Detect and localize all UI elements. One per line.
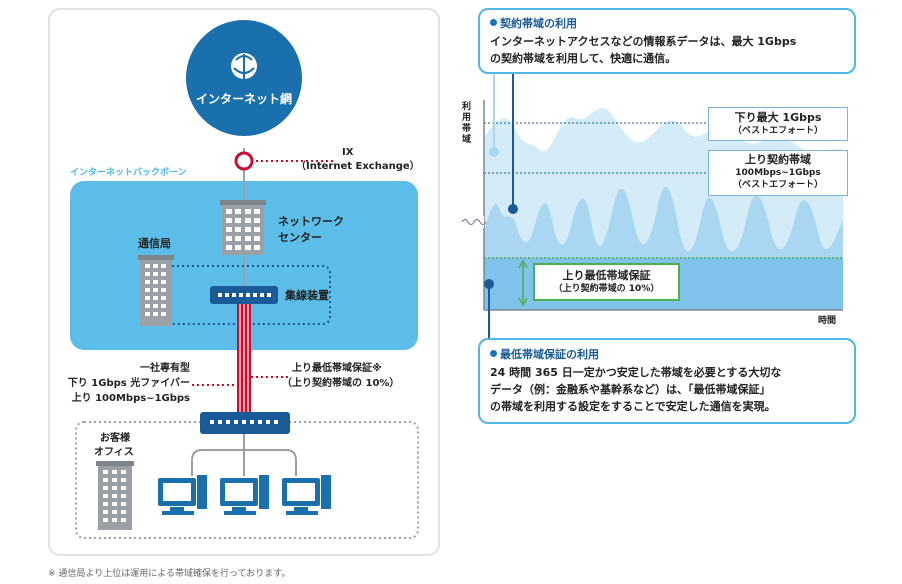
pc-monitor-icon (282, 475, 331, 515)
guarantee-label-2: （上り契約帯域の 10%） (282, 378, 400, 389)
y-axis-label: 利用帯域 (462, 102, 472, 145)
fiber-label-1: 一社専有型 (140, 363, 190, 374)
office-switch-icon (200, 412, 290, 434)
office-label-1: お客様 (100, 433, 130, 444)
x-axis-label: 時間 (818, 316, 837, 326)
fiber-label-2: 下り 1Gbps 光ファイバー (67, 378, 190, 389)
switch-icon (210, 286, 278, 304)
pc-monitor-icon (158, 475, 207, 515)
top-callout: 契約帯域の利用 インターネットアクセスなどの情報系データは、最大 1Gbps の… (478, 8, 856, 74)
globe-icon (231, 53, 257, 79)
bullet-icon (490, 350, 497, 357)
station-building-icon (138, 255, 174, 326)
footnote: ※ 通信局より上位は運用による帯域確保を行っております。 (48, 569, 291, 579)
backbone-label: インターネットバックボーン (70, 168, 187, 178)
min-guarantee-label: 上り最低帯域保証 （上り契約帯域の 10%） (533, 263, 680, 301)
max-bandwidth-label: 下り最大 1Gbps （ベストエフォート） (708, 107, 848, 141)
bottom-callout-line-1: 24 時間 365 日一定かつ安定した帯域を必要とする大切な (490, 366, 782, 379)
bullet-icon (490, 19, 497, 26)
fiber-label-3: 上り 100Mbps~1Gbps (71, 393, 190, 404)
network-center-label-1: ネットワーク (278, 215, 344, 228)
top-callout-line-1: インターネットアクセスなどの情報系データは、最大 1Gbps (490, 35, 797, 48)
ix-node (234, 151, 254, 171)
ix-sub-label: （Internet Exchange） (296, 161, 420, 172)
pc-monitor-icon (220, 475, 269, 515)
bottom-callout-title: 最低帯域保証の利用 (490, 347, 599, 362)
building-icon (220, 200, 266, 255)
station-label: 通信局 (138, 237, 171, 250)
office-building-icon (96, 461, 134, 530)
network-center-label-2: センター (278, 231, 322, 244)
bottom-callout-line-3: の帯域を利用する設定をすることで安定した通信を実現。 (490, 400, 776, 413)
top-callout-title: 契約帯域の利用 (490, 16, 577, 31)
bottom-callout-line-2: データ（例：金融系や基幹系など）は、「最低帯域保証」 (490, 383, 771, 396)
concentrator-label: 集線装置 (285, 289, 329, 302)
bottom-callout: 最低帯域保証の利用 24 時間 365 日一定かつ安定した帯域を必要とする大切な… (478, 338, 856, 424)
office-label-2: オフィス (94, 447, 134, 458)
top-callout-line-2: の契約帯域を利用して、快適に通信。 (490, 52, 677, 65)
lan-lines (191, 434, 297, 476)
axis-break (461, 218, 487, 226)
ix-label: IX (342, 147, 354, 158)
internet-label: インターネット網 (195, 92, 292, 106)
guarantee-label-1: 上り最低帯域保証※ (292, 363, 382, 374)
contract-bandwidth-label: 上り契約帯域 100Mbps~1Gbps （ベストエフォート） (708, 150, 848, 196)
